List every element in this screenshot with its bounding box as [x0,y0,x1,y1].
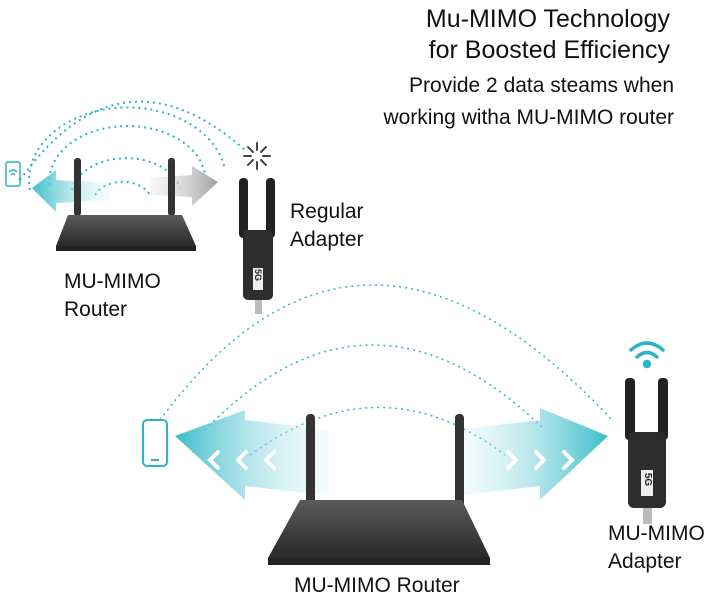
phone-icon [142,419,168,467]
headline-line-2: for Boosted Efficiency [428,36,670,64]
subheadline: Provide 2 data steams when working witha… [383,70,674,134]
wifi-icon [5,161,21,187]
wifi-signal-icon [629,341,665,369]
bottom-beam-chevrons [207,450,575,470]
mu-mimo-adapter-label-line-1: MU-MIMO [608,522,705,545]
no-signal-icon [243,142,271,170]
bottom-signal-arcs [159,284,613,456]
headline-line-1: Mu-MIMO Technology [425,5,670,33]
regular-adapter [239,178,275,314]
top-signal-arc-outer [19,100,246,181]
top-beam-left [32,170,110,212]
mu-mimo-adapter-badge: 5G [642,472,654,487]
top-router-label-line-1: MU-MIMO [64,270,161,293]
top-beam-right [150,166,218,206]
bottom-beam-left [175,410,330,500]
headline: Mu-MIMO Technology for Boosted Efficienc… [426,4,670,66]
mu-mimo-adapter-label: MU-MIMO Adapter [608,520,705,576]
bottom-beam-right [455,408,608,500]
bottom-router-label: MU-MIMO Router [294,574,460,597]
bottom-router [268,414,490,565]
top-router-label: MU-MIMO Router [64,268,161,324]
subheadline-line-1: Provide 2 data steams when [409,74,674,97]
regular-adapter-badge: 5G [253,268,264,282]
regular-adapter-label: Regular Adapter [290,198,364,254]
subheadline-line-2: working witha MU-MIMO router [383,106,674,129]
top-router-label-line-2: Router [64,298,128,321]
top-router [56,158,196,251]
mu-mimo-adapter [625,378,668,524]
mu-mimo-adapter-label-line-2: Adapter [608,550,682,573]
regular-adapter-label-line-2: Adapter [290,228,364,251]
regular-adapter-label-line-1: Regular [290,200,364,223]
